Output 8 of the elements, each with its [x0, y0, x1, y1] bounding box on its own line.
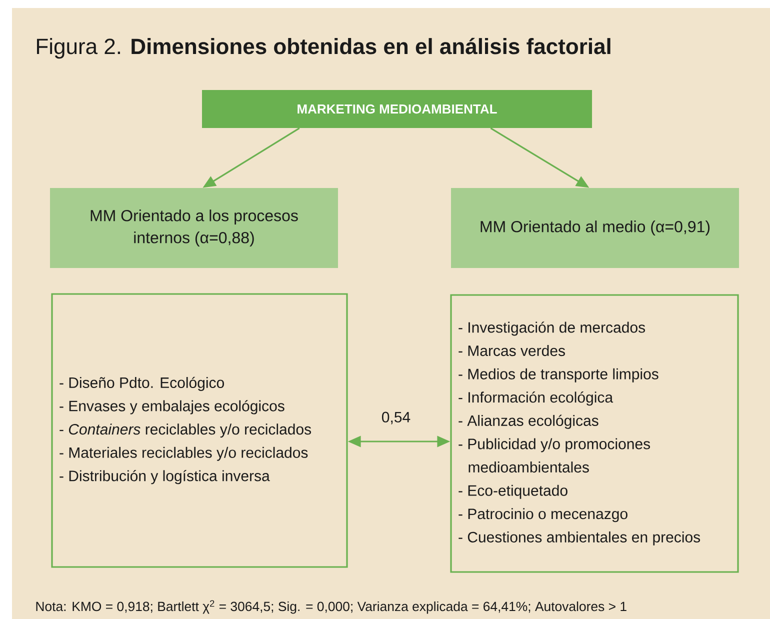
- dimension-box: MM Orientado a los procesos internos (α=0,88): [50, 188, 338, 268]
- title-box: MARKETING MEDIOAMBIENTAL: [202, 90, 592, 128]
- item-list-box: - Diseño Pdto. Ecológico - Envases y embalajes ecológicos - Containers reciclables y/o reciclados - Materiales reciclables y/o reciclados - Distribución y logística inversa: [51, 293, 348, 568]
- note: Nota: KMO = 0,918; Bartlett χ$^{2}$ = 3064,5; Sig. = 0,000; Varianza explicada = 64,41%; Autovalores > 1: [36, 600, 626, 614]
- edge-label: 0,54: [380, 410, 412, 426]
- dimension-box: MM Orientado al medio (α=0,91): [451, 188, 739, 268]
- item-list-box: - Investigación de mercados - Marcas verdes - Medios de transporte limpios - Información ecológica - Alianzas ecológicas - Publicidad y/o promociones medioambientales - Eco-etiquetado - Patrocinio o mecenazgo - Cuestiones ambientales en precios: [450, 294, 739, 573]
- figure-title: Figura 2. Dimensiones obtenidas en el análisis factorial: [37, 38, 610, 59]
